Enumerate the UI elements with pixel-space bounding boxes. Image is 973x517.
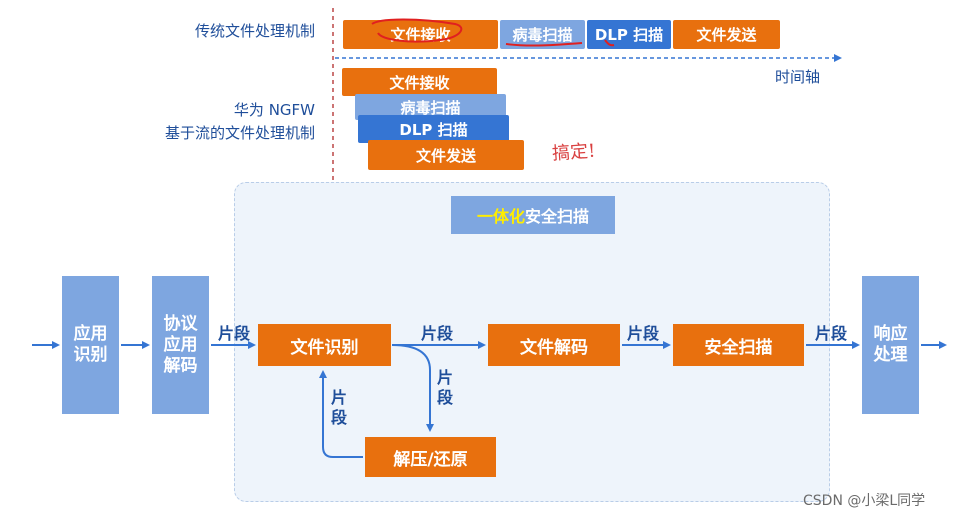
trad-bar-dlp: DLP 扫描 <box>587 20 671 49</box>
ngfw-bar-send: 文件发送 <box>368 140 524 170</box>
timeline-label: 时间轴 <box>775 68 821 86</box>
security-scan-box: 安全扫描 <box>673 324 804 366</box>
watermark: CSDN @小梁L同学 <box>803 493 926 509</box>
ngfw-label-line1: 华为 NGFW <box>233 101 315 119</box>
file-identify-box: 文件识别 <box>258 324 391 366</box>
segment-label-1: 片段 <box>218 324 251 343</box>
segment-label-up: 片 段 <box>331 388 348 427</box>
trad-bar-send: 文件发送 <box>673 20 780 49</box>
segment-label-2: 片段 <box>421 324 454 343</box>
panel-title-highlight: 一体化 <box>476 207 525 226</box>
app-identify-box: 应用 识别 <box>62 276 119 414</box>
segment-label-4: 片段 <box>815 324 848 343</box>
traditional-label: 传统文件处理机制 <box>194 22 315 40</box>
trad-bar-virus: 病毒扫描 <box>500 20 585 49</box>
segment-label-3: 片段 <box>627 324 660 343</box>
ngfw-bar-receive: 文件接收 <box>342 68 497 96</box>
trad-bar-receive: 文件接收 <box>343 20 498 49</box>
ngfw-label-line2: 基于流的文件处理机制 <box>164 124 315 142</box>
ngfw-bar-dlp: DLP 扫描 <box>358 115 509 143</box>
panel-title-rest: 安全扫描 <box>525 207 590 226</box>
panel-title: 一体化安全扫描 <box>451 196 615 234</box>
file-decode-box: 文件解码 <box>488 324 620 366</box>
handwritten-note: 搞定! <box>551 140 597 165</box>
segment-label-down: 片 段 <box>437 368 454 407</box>
protocol-decode-box: 协议 应用 解码 <box>152 276 209 414</box>
decompress-box: 解压/还原 <box>365 437 496 477</box>
response-box: 响应 处理 <box>862 276 919 414</box>
